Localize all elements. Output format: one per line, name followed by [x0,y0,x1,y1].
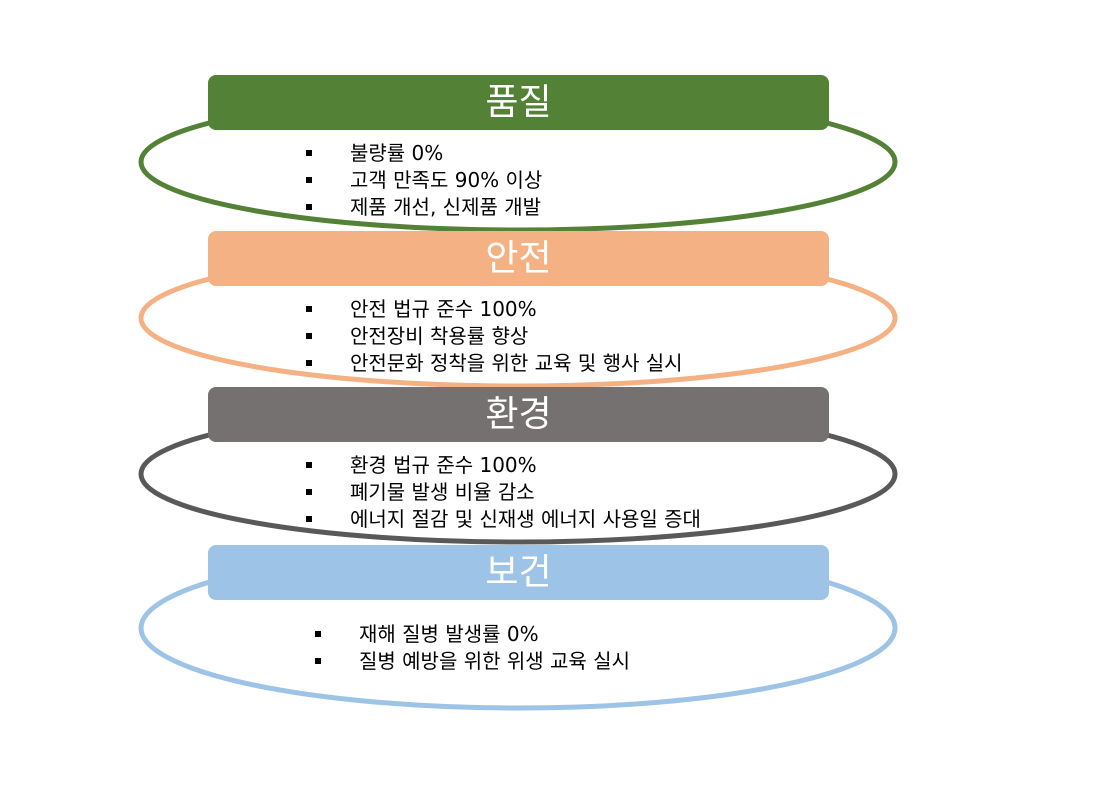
ring-environment [138,403,898,545]
ring-quality [138,91,898,233]
ring-health [138,545,898,711]
ring-safety [138,247,898,389]
